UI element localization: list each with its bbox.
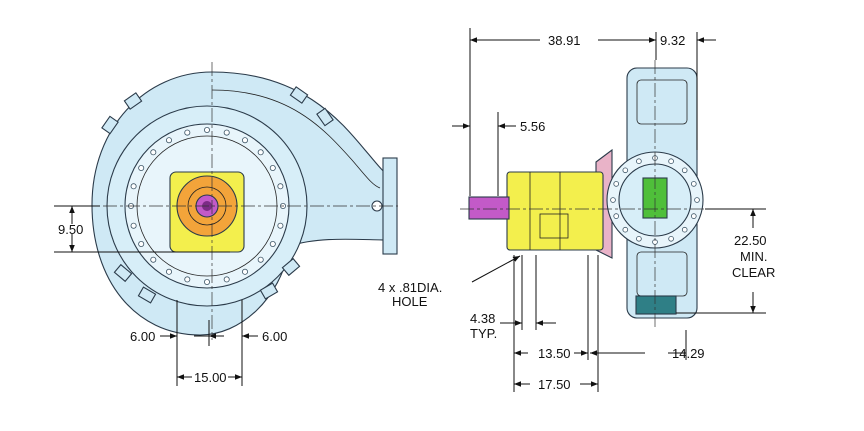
bolt-hole xyxy=(681,167,688,174)
bolt-hole xyxy=(241,268,248,275)
dim-right-label: 6.00 xyxy=(262,329,287,344)
casing-lug xyxy=(101,115,119,135)
casing-lug xyxy=(316,107,334,127)
suction-flange-bolts xyxy=(610,155,700,245)
dim-base-a-label: 13.50 xyxy=(538,346,571,361)
casing-lug xyxy=(289,86,309,104)
bolt-hole xyxy=(690,213,697,219)
bolt-hole xyxy=(138,164,145,171)
dim-typ-label: TYP. xyxy=(470,326,497,341)
dim-left-label: 6.00 xyxy=(130,329,155,344)
bolt-hole xyxy=(690,181,697,187)
casing-lug xyxy=(113,263,133,283)
casing-lug xyxy=(281,257,301,277)
bolt-hole xyxy=(269,164,276,171)
bolt-hole xyxy=(203,278,210,285)
bolt-hole xyxy=(622,226,629,233)
casing-lug xyxy=(123,92,143,110)
bolt-hole xyxy=(613,213,619,219)
dim-height-label: 9.50 xyxy=(58,222,83,237)
bolt-hole xyxy=(223,276,230,283)
hole-note-line2: HOLE xyxy=(392,294,428,309)
casing-foot xyxy=(635,295,677,315)
dim-overall-label: 38.91 xyxy=(548,33,581,48)
volute-inner-line xyxy=(211,89,381,189)
dim-typ-value: 4.38 xyxy=(470,311,495,326)
dim-width-label: 15.00 xyxy=(194,370,227,385)
bolt-hole xyxy=(269,240,276,247)
bolt-hole xyxy=(610,197,616,203)
bolt-hole xyxy=(241,137,248,144)
bolt-hole xyxy=(150,256,157,263)
clear-value: 22.50 xyxy=(734,233,767,248)
bolt-hole xyxy=(130,222,137,229)
bolt-hole xyxy=(130,183,137,190)
dim-top-right-label: 9.32 xyxy=(660,33,685,48)
bolt-hole xyxy=(257,149,264,156)
housing-window xyxy=(539,213,569,239)
front-view: 9.50 6.00 6.00 15.00 xyxy=(54,62,398,386)
bolt-hole xyxy=(668,236,674,242)
bolt-hole xyxy=(277,222,284,229)
bolt-hole xyxy=(165,268,172,275)
bolt-hole xyxy=(257,256,264,263)
casing-lug xyxy=(259,282,279,300)
bolt-hole xyxy=(613,181,619,187)
bolt-hole xyxy=(636,158,642,165)
side-view: 38.91 9.32 5.56 4 x .81DIA. HOLE 4.38 TY… xyxy=(378,28,775,392)
bolt-hole xyxy=(223,129,230,136)
dim-shaft-label: 5.56 xyxy=(520,119,545,134)
dim-base-b-label: 17.50 xyxy=(538,377,571,392)
clear-line2: CLEAR xyxy=(732,265,775,280)
hole-note-line1: 4 x .81DIA. xyxy=(378,280,442,295)
bolt-hole xyxy=(636,236,642,242)
bolt-hole xyxy=(184,276,191,283)
dim-flange-label: 14.29 xyxy=(672,346,705,361)
clear-line1: MIN. xyxy=(740,249,767,264)
bolt-hole xyxy=(622,167,629,174)
bolt-hole xyxy=(277,183,284,190)
bolt-hole xyxy=(203,127,210,134)
bolt-hole xyxy=(184,129,191,136)
casing-lug xyxy=(137,286,157,304)
bolt-hole xyxy=(694,197,700,203)
bolt-hole xyxy=(150,149,157,156)
bolt-hole xyxy=(165,137,172,144)
bolt-hole xyxy=(668,158,674,165)
input-shaft xyxy=(468,196,510,220)
bolt-hole xyxy=(681,226,688,233)
bolt-hole xyxy=(138,240,145,247)
casing-top-block xyxy=(636,79,688,125)
